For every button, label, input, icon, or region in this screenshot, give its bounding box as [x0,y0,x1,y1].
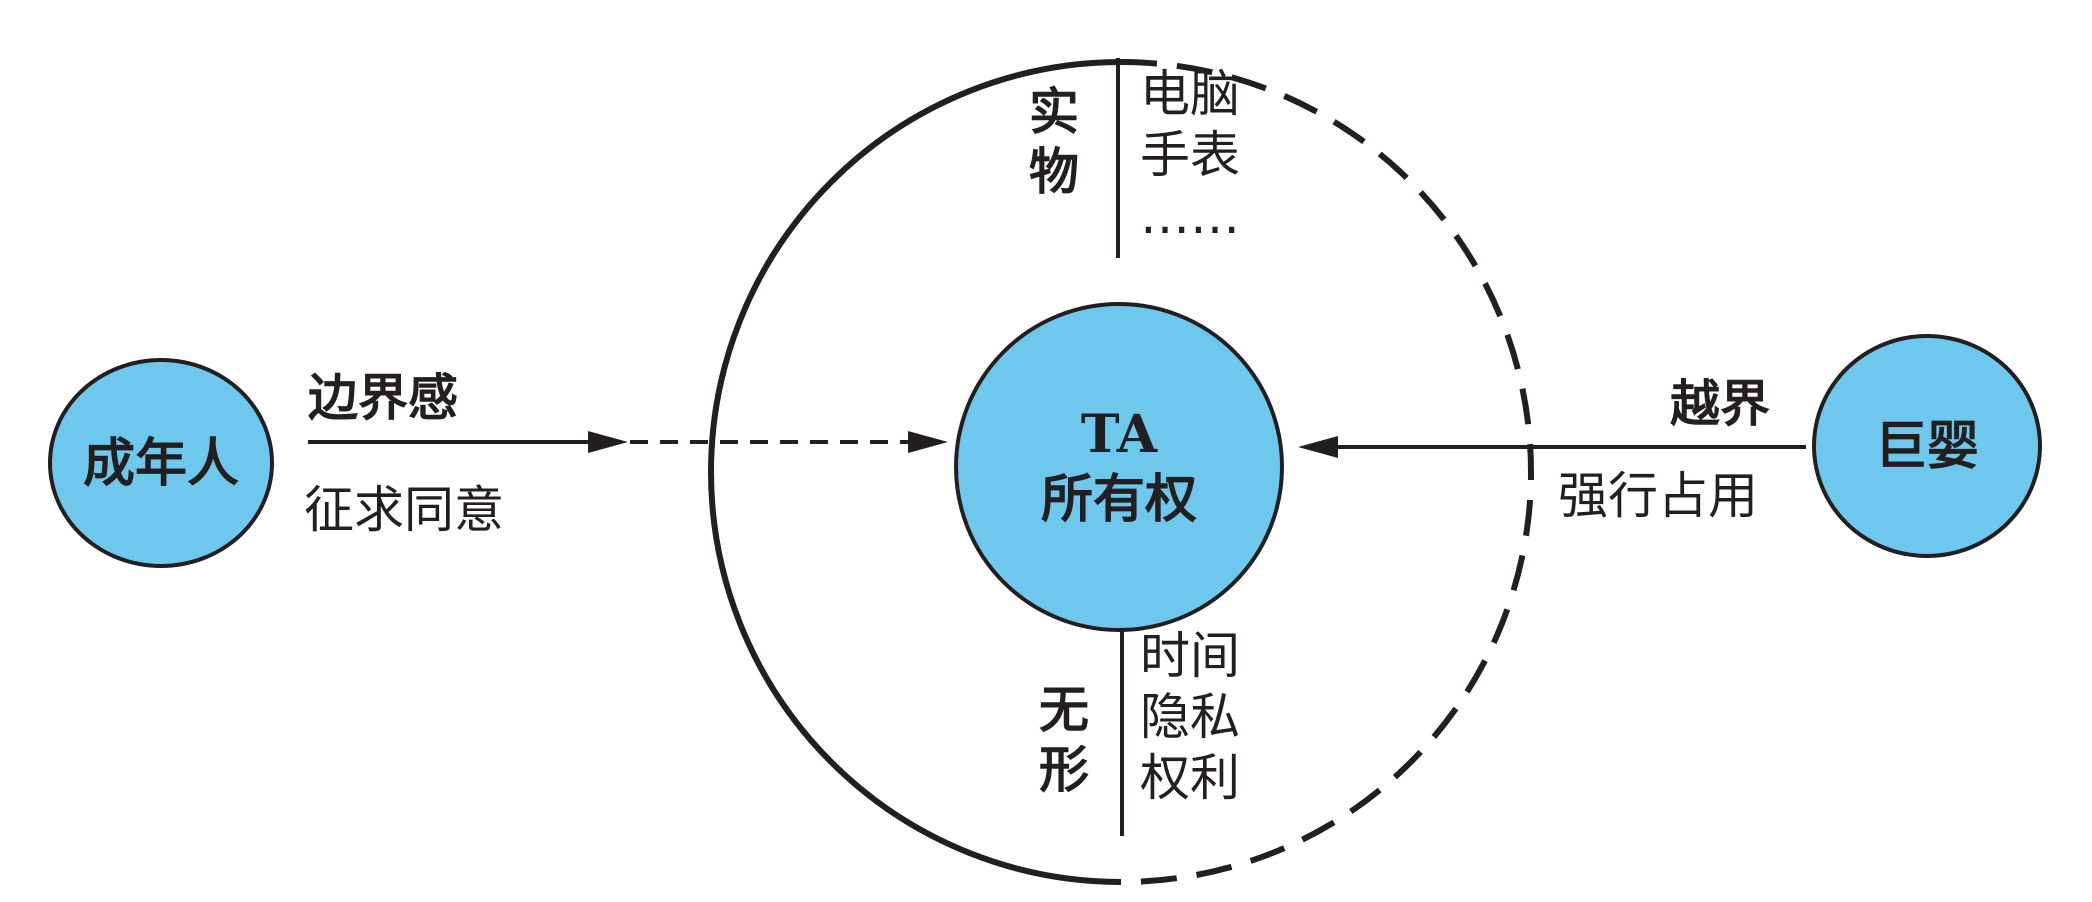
intangible-list: 时间 隐私 权利 [1140,626,1240,809]
tangible-list: 电脑 手表 …… [1140,64,1240,247]
right-arrow-head [1298,436,1338,458]
intangible-item: 权利 [1140,749,1240,807]
center-node: TA 所有权 [954,302,1284,632]
tangible-item: …… [1140,187,1240,245]
left-edge-above-label: 边界感 [308,369,458,427]
boundary-circle-dashed [1120,59,1534,885]
left-arrow-head-2 [908,431,948,453]
right-edge-above-label: 越界 [1670,375,1770,433]
adult-node-label: 成年人 [82,432,239,494]
giant-baby-node: 巨婴 [1812,334,2042,558]
left-arrow-head-1 [588,431,628,453]
tangible-item: 电脑 [1140,65,1240,123]
center-node-line2: 所有权 [1040,469,1197,530]
intangible-item: 隐私 [1140,688,1240,746]
right-edge-below-label: 强行占用 [1558,467,1758,525]
giant-baby-node-label: 巨婴 [1874,415,1979,477]
boundary-circle-solid [708,59,1122,885]
tangible-title: 实物 [1029,83,1079,201]
adult-node: 成年人 [48,358,274,568]
intangible-item: 时间 [1140,627,1240,685]
left-edge-below-label: 征求同意 [304,481,504,539]
intangible-title: 无形 [1039,681,1089,799]
tangible-item: 手表 [1140,126,1240,184]
center-node-line1: TA [1080,404,1158,465]
